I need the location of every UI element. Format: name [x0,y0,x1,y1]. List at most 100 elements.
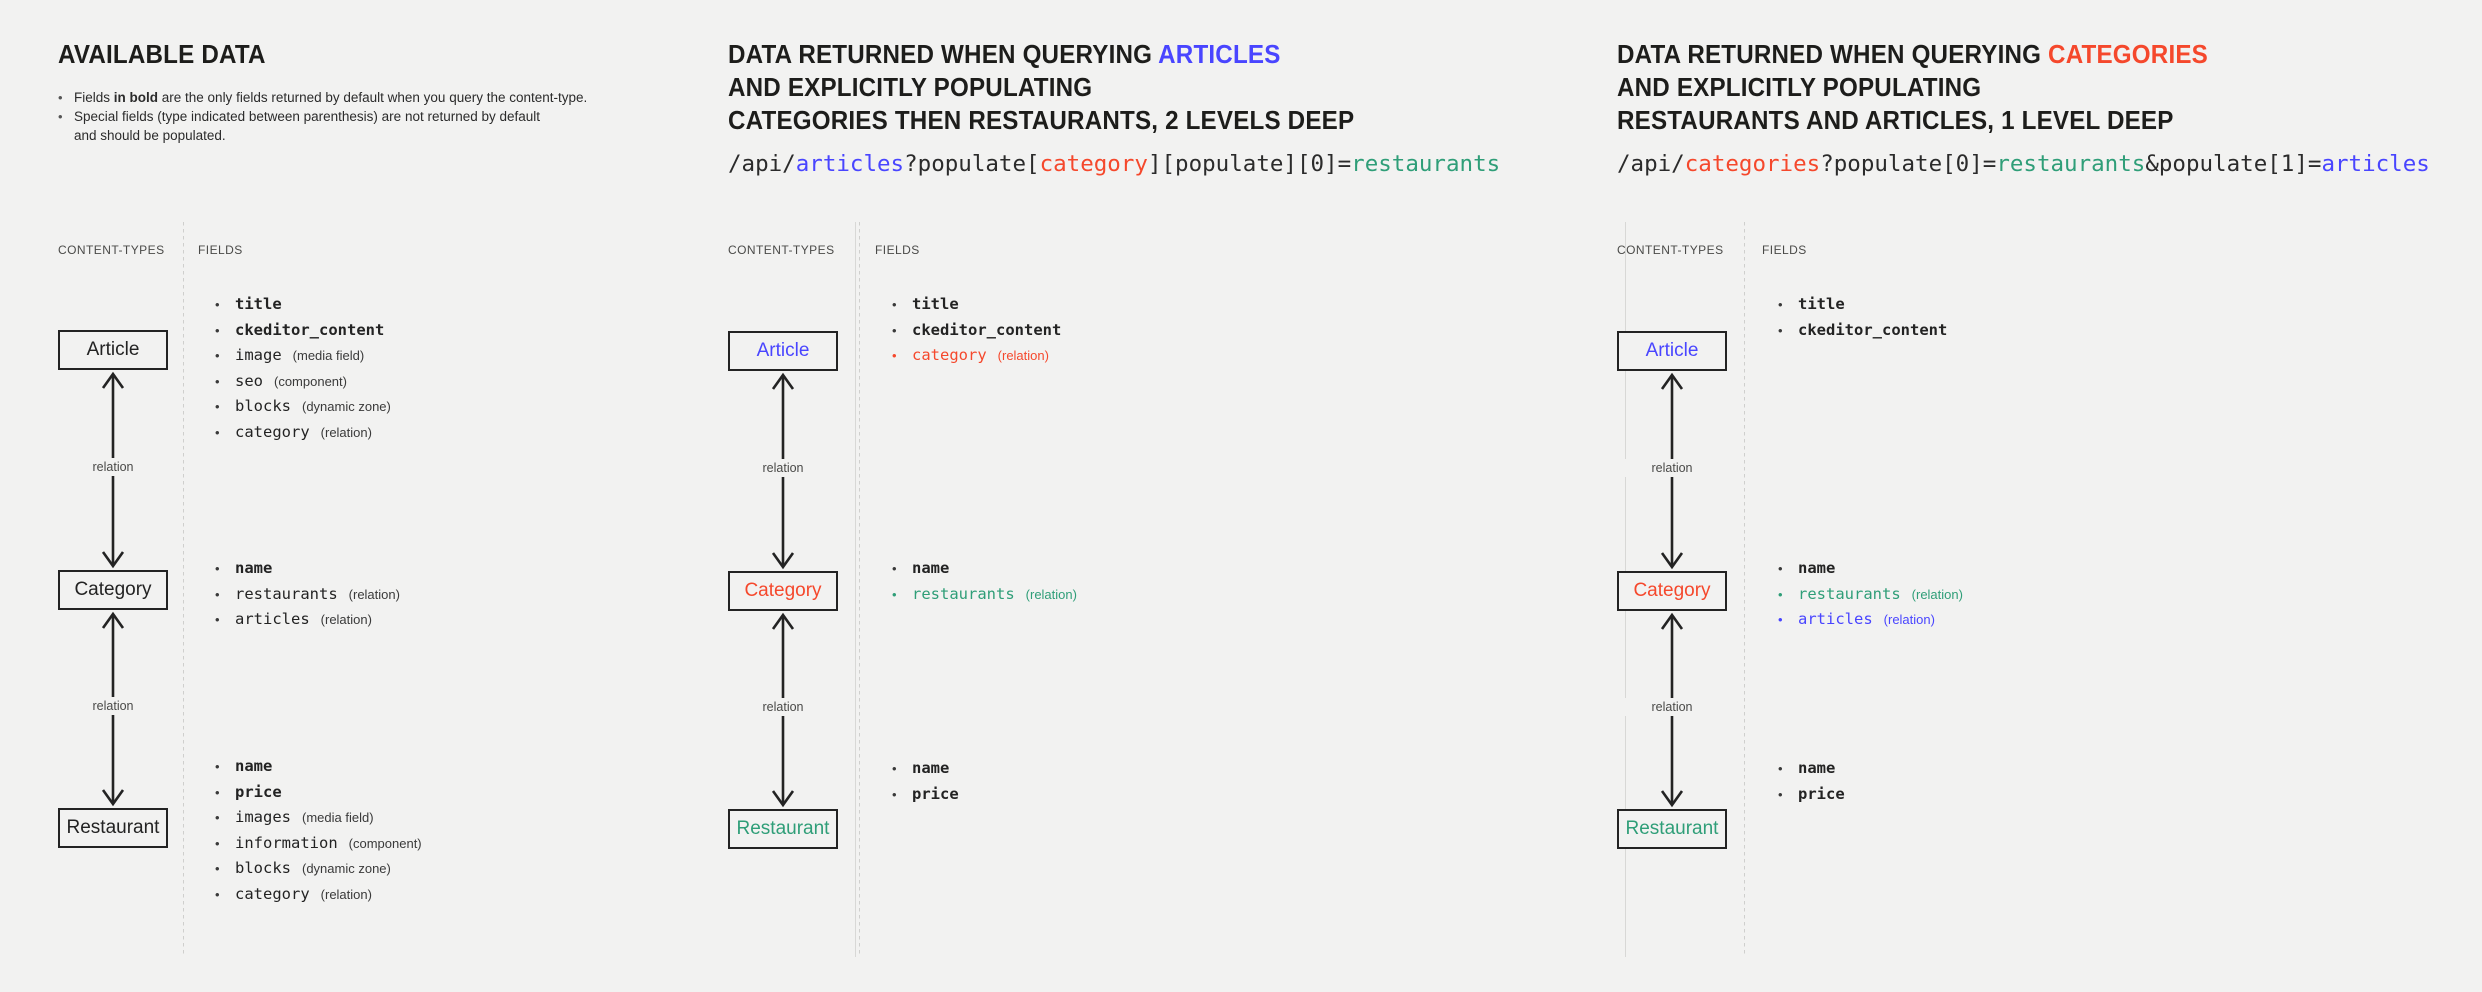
field-group-category: •name•restaurants(relation)•articles(rel… [215,556,400,633]
entity-box-article[interactable]: Article [58,330,168,370]
field-row: •image(media field) [215,343,391,369]
field-row: •title [1778,292,1947,318]
field-type: (relation) [1911,586,1963,602]
relation-connector-category-restaurant: relation [723,611,843,809]
entity-label: Article [1645,340,1699,361]
field-group-article: • title • ckeditor_content •image(media fiel… [215,292,391,445]
field-name: restaurants [912,584,1015,603]
relation-connector-category-restaurant: relation [53,610,173,808]
entity-box-restaurant[interactable]: Restaurant [1617,809,1727,849]
field-group-restaurant: •name•price•images(media field)•informat… [215,754,422,907]
panel-1-heading: AVAILABLE DATA [58,38,281,71]
field-name: price [912,784,959,803]
code-token: category [1039,151,1148,177]
field-row: •ckeditor_content [1778,318,1947,344]
entity-box-category[interactable]: Category [58,570,168,610]
field-row: •name [892,756,959,782]
field-name: category [912,346,987,364]
intro-bullet: • Special fields (type indicated between … [58,107,678,145]
column-label-content-types: CONTENT-TYPES [58,243,165,257]
entity-box-category[interactable]: Category [728,571,838,611]
entity-box-category[interactable]: Category [1617,571,1727,611]
field-row: •name [1778,756,1845,782]
field-name: title [235,295,282,313]
panel-3-query-url[interactable]: /api/categories?populate[0]=restaurants&… [1617,150,2430,178]
relation-connector-article-category: relation [723,371,843,571]
bullet-icon: • [892,586,897,602]
code-token: restaurants [1996,151,2146,177]
bullet-icon: • [892,786,897,802]
entity-box-restaurant[interactable]: Restaurant [728,809,838,849]
field-name: category [235,884,310,903]
entity-box-article[interactable]: Article [728,331,838,371]
code-token: /api/ [1617,151,1685,177]
field-name: ckeditor_content [235,320,385,339]
field-name: information [235,833,338,852]
field-row: •restaurants(relation) [1778,582,1963,608]
intro-bullet-text: Special fields (type indicated between p… [74,109,541,143]
field-type: (dynamic zone) [302,861,391,876]
title-segment: DATA RETURNED WHEN QUERYING [728,39,1159,69]
field-type: (relation) [320,612,372,627]
intro-bullet-text: Fields in bold are the only fields retur… [74,90,588,105]
field-row: •name [892,556,1077,582]
title-segment: DATA RETURNED WHEN QUERYING [1617,39,2049,69]
bullet-icon: • [215,424,220,440]
bullet-icon: • [58,109,63,124]
field-row: •restaurants(relation) [892,582,1077,608]
field-type: (relation) [1883,612,1935,627]
entity-label: Category [74,579,152,600]
bullet-icon: • [892,761,897,776]
field-group-category: •name•restaurants(relation)•articles(rel… [1778,556,1963,633]
bullet-icon: • [215,586,220,602]
field-row: •name [215,754,422,780]
field-type: (relation) [348,586,400,602]
bullet-icon: • [215,348,220,363]
bullet-icon: • [1778,561,1783,576]
relation-label: relation [53,697,173,715]
bullet-icon: • [215,322,220,338]
entity-label: Restaurant [66,817,160,838]
field-type: (relation) [997,348,1049,363]
code-token: categories [1684,151,1821,177]
panel-1-intro-list: • Fields in bold are the only fields retu… [58,88,678,145]
column-label-fields: FIELDS [1762,243,1807,257]
panel-1-title: AVAILABLE DATA [58,38,266,71]
field-group-article: •title•ckeditor_content [1778,292,1947,343]
field-row: •category(relation) [215,882,422,908]
bullet-icon: • [215,399,220,414]
column-label-fields: FIELDS [875,243,920,257]
column-label-fields: FIELDS [198,243,243,257]
entity-label: Category [744,580,822,601]
field-name: name [235,757,273,775]
code-token: &populate[1]= [2145,151,2322,177]
bullet-icon: • [215,810,220,825]
field-group-restaurant: •name•price [1778,756,1845,807]
entity-box-article[interactable]: Article [1617,331,1727,371]
field-row: •blocks(dynamic zone) [215,394,391,420]
bullet-icon: • [892,322,897,338]
field-name: ckeditor_content [912,320,1062,339]
field-row: •category(relation) [892,343,1061,369]
panel-2-query-url[interactable]: /api/articles?populate[category][populat… [728,150,1500,178]
relation-label: relation [1612,459,1732,477]
field-name: articles [235,610,310,628]
field-name: ckeditor_content [1798,320,1948,339]
field-name: blocks [235,397,291,415]
field-name: restaurants [1798,584,1901,603]
bullet-icon: • [892,561,897,576]
field-row: •articles(relation) [215,607,400,633]
code-token: articles [2321,151,2430,177]
entity-label: Restaurant [736,818,830,839]
field-row: •blocks(dynamic zone) [215,856,422,882]
entity-label: Restaurant [1625,818,1719,839]
field-type: (media field) [302,810,374,825]
title-segment: CATEGORIES THEN RESTAURANTS, 2 LEVELS DE… [728,105,1355,135]
field-row: •name [1778,556,1963,582]
entity-box-restaurant[interactable]: Restaurant [58,808,168,848]
column-label-content-types: CONTENT-TYPES [728,243,835,257]
field-row: • ckeditor_content [215,318,391,344]
code-token: ][populate][0]= [1147,151,1352,177]
bullet-icon: • [215,373,220,389]
